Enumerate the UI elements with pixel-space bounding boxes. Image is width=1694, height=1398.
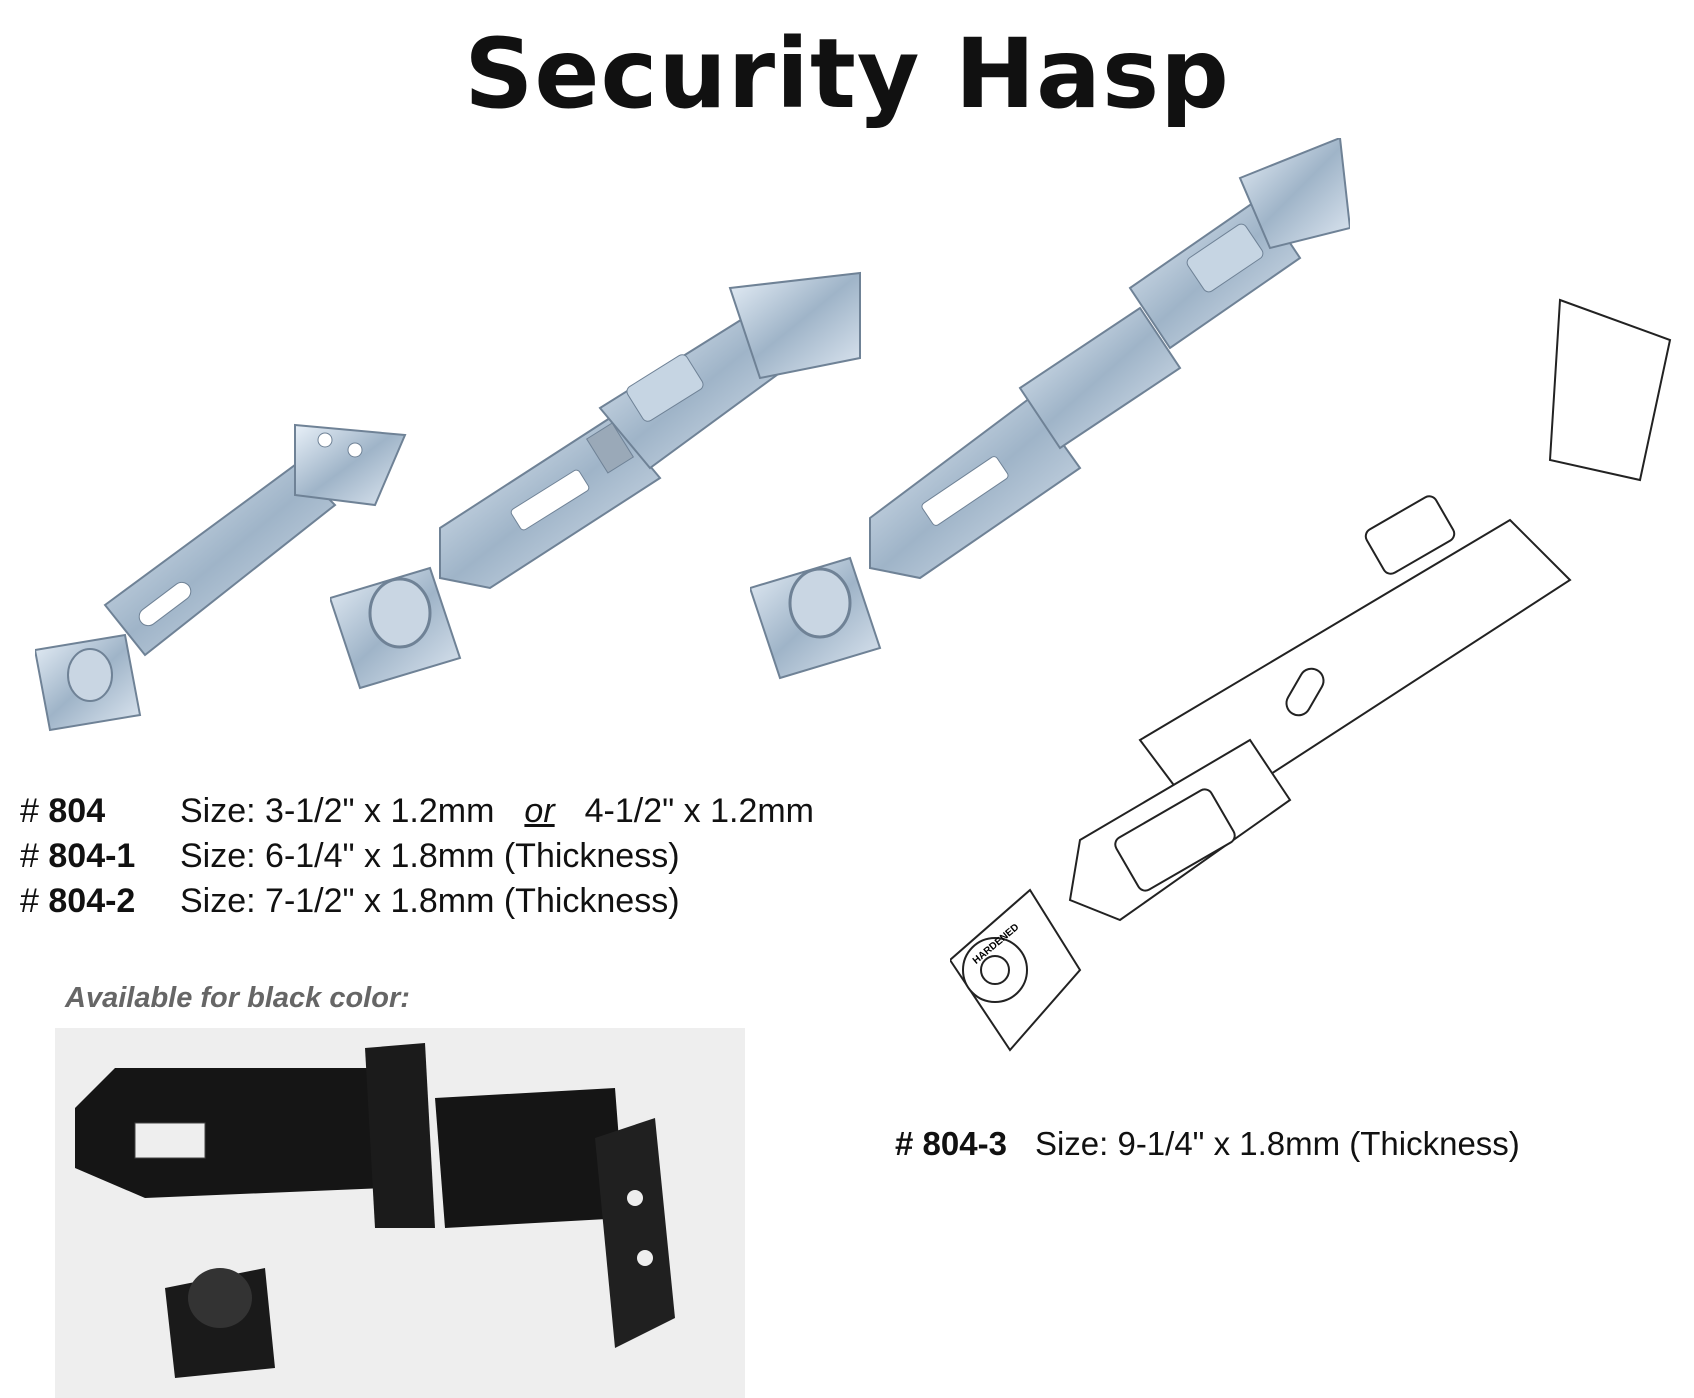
product-code: 804-2 bbox=[48, 882, 136, 920]
product-code: 804 bbox=[48, 792, 106, 830]
product-code: 804-3 bbox=[922, 1125, 1007, 1162]
black-hasp-photo bbox=[55, 1028, 745, 1398]
product-size: Size: 6-1/4" x 1.8mm (Thickness) bbox=[180, 837, 680, 875]
product-size: Size: 9-1/4" x 1.8mm (Thickness) bbox=[1034, 1125, 1520, 1162]
hasp-804-3-drawing: HARDENED bbox=[950, 298, 1672, 1052]
product-size: Size: 3-1/2" x 1.2mm bbox=[180, 792, 495, 830]
hasp-804-photo bbox=[35, 423, 407, 732]
product-alt-size: 4-1/2" x 1.2mm bbox=[584, 792, 815, 830]
black-color-note: Available for black color: bbox=[65, 982, 410, 1014]
hasp-804-2-photo bbox=[750, 138, 1350, 680]
page-title: Security Hasp bbox=[464, 18, 1230, 130]
hasp-804-1-photo bbox=[330, 271, 861, 690]
or-label: or bbox=[524, 792, 555, 830]
product-size: Size: 7-1/2" x 1.8mm (Thickness) bbox=[180, 882, 680, 920]
product-code: 804-1 bbox=[48, 837, 136, 875]
